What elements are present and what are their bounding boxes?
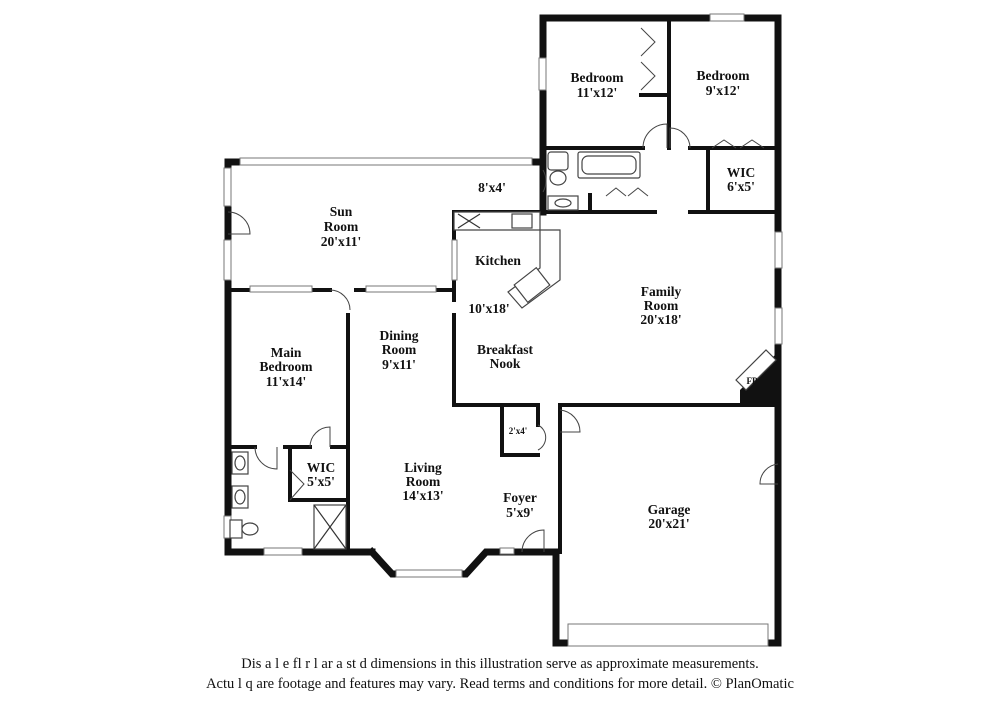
wic-2-name: WIC bbox=[307, 460, 336, 475]
sun-room-dims: 20'x11' bbox=[321, 234, 362, 249]
main-bedroom-dims: 11'x14' bbox=[266, 374, 307, 389]
wic-1-dims: 6'x5' bbox=[727, 179, 755, 194]
bedroom-2-name: Bedroom bbox=[697, 68, 751, 83]
fireplace-label: FP bbox=[747, 376, 758, 386]
disclaimer-line-2: Actu l q are footage and features may va… bbox=[206, 676, 794, 692]
fixtures bbox=[229, 151, 778, 550]
bedroom-2-dims: 9'x12' bbox=[706, 83, 741, 98]
family-room-dims: 20'x18' bbox=[640, 312, 681, 327]
sun-room-name-1: Sun bbox=[330, 204, 353, 219]
dining-room-dims: 9'x11' bbox=[382, 357, 416, 372]
kitchen-name: Kitchen bbox=[475, 253, 521, 268]
dining-room-name-1: Dining bbox=[379, 328, 418, 343]
dining-room-name-2: Room bbox=[382, 342, 417, 357]
foyer-dims: 5'x9' bbox=[506, 505, 534, 520]
kitchen-sink bbox=[513, 266, 551, 304]
main-bedroom-name-2: Bedroom bbox=[260, 359, 314, 374]
breakfast-nook-name-1: Breakfast bbox=[477, 342, 534, 357]
room-labels: Bedroom 11'x12' Bedroom 9'x12' WIC 6'x5'… bbox=[260, 68, 758, 531]
doors bbox=[227, 27, 779, 555]
living-room-name-1: Living bbox=[404, 460, 442, 475]
wall-main-bedroom bbox=[224, 284, 376, 556]
sun-room-name-2: Room bbox=[324, 219, 359, 234]
family-room-name-2: Room bbox=[644, 298, 679, 313]
wic-2-dims: 5'x5' bbox=[307, 474, 335, 489]
bedroom-1-name: Bedroom bbox=[571, 70, 625, 85]
bedroom-1-dims: 11'x12' bbox=[577, 85, 618, 100]
stove bbox=[511, 213, 533, 229]
floor-plan: Bedroom 11'x12' Bedroom 9'x12' WIC 6'x5'… bbox=[223, 13, 783, 647]
windows bbox=[223, 13, 783, 647]
toilet bbox=[547, 151, 569, 171]
living-room-dims: 14'x13' bbox=[402, 488, 443, 503]
garage-dims: 20'x21' bbox=[648, 516, 689, 531]
garage-name: Garage bbox=[648, 502, 691, 517]
bath-1-dims: 8'x4' bbox=[478, 180, 506, 195]
kitchen-dims: 10'x18' bbox=[468, 301, 509, 316]
wall-garage bbox=[542, 401, 782, 647]
living-room-name-2: Room bbox=[406, 474, 441, 489]
wic-1-name: WIC bbox=[727, 165, 756, 180]
breakfast-nook-name-2: Nook bbox=[490, 356, 521, 371]
main-toilet bbox=[229, 519, 243, 539]
closet-dims: 2'x4' bbox=[509, 426, 528, 436]
main-bedroom-name-1: Main bbox=[271, 345, 302, 360]
foyer-name: Foyer bbox=[503, 490, 537, 505]
disclaimer-line-1: Dis a l e fl r l ar a st d dimensions in… bbox=[241, 656, 759, 672]
family-room-name-1: Family bbox=[641, 284, 682, 299]
